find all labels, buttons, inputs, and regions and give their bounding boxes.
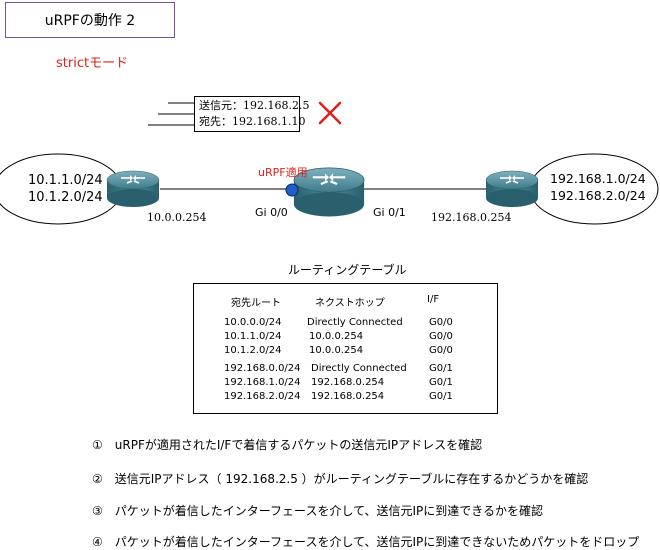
table-cell: 10.0.0.0/24 — [224, 317, 282, 328]
left-network-list: 10.1.1.0/24 10.1.2.0/24 — [28, 172, 103, 206]
table-cell: G0/1 — [429, 377, 453, 388]
right-network: 192.168.1.0/24 — [550, 171, 646, 186]
right-network: 192.168.2.0/24 — [550, 188, 646, 203]
interface-gi1: Gi 0/1 — [373, 206, 406, 219]
table-cell: 192.168.2.0/24 — [224, 391, 301, 402]
table-cell: 10.0.0.254 — [309, 345, 364, 356]
interface-gi0: Gi 0/0 — [255, 206, 288, 219]
step-3: ③ パケットが着信したインターフェースを介して、送信元IPに到達できるかを確認 — [92, 504, 544, 518]
table-cell: Directly Connected — [311, 363, 407, 374]
right-router-ip: 192.168.0.254 — [431, 211, 512, 224]
table-header: 宛先ルート — [231, 298, 281, 309]
table-cell: G0/0 — [429, 345, 453, 356]
urpf-interface-dot — [285, 183, 299, 197]
step-2: ② 送信元IPアドレス（ 192.168.2.5 ）がルーティングテーブルに存在… — [92, 472, 589, 486]
table-cell: 192.168.0.254 — [311, 391, 385, 402]
urpf-label: uRPF適用 — [258, 166, 308, 179]
table-header: I/F — [427, 294, 440, 305]
cross-icon — [318, 101, 342, 125]
router-icon — [106, 170, 160, 208]
table-cell: Directly Connected — [307, 317, 403, 328]
mode-label: strictモード — [56, 56, 129, 71]
table-cell: 192.168.0.254 — [311, 377, 385, 388]
table-cell: 10.1.2.0/24 — [224, 345, 282, 356]
table-cell: 10.0.0.254 — [309, 331, 364, 342]
packet-dst: 宛先：192.168.1.10 — [199, 115, 306, 128]
table-cell: G0/1 — [429, 363, 453, 374]
routing-table-title: ルーティングテーブル — [288, 263, 407, 277]
table-cell: G0/0 — [429, 317, 453, 328]
routing-table: 宛先ルート ネクストホップ I/F 10.0.0.0/24 Directly C… — [193, 283, 498, 414]
table-cell: 10.1.1.0/24 — [224, 331, 282, 342]
router-icon — [485, 170, 539, 208]
table-header: ネクストホップ — [315, 298, 385, 309]
packet-header-box: 送信元：192.168.2.5 宛先：192.168.1.10 — [194, 96, 310, 132]
left-network: 10.1.1.0/24 — [28, 173, 103, 188]
left-router-ip: 10.0.0.254 — [147, 211, 207, 224]
left-network: 10.1.2.0/24 — [28, 190, 103, 205]
step-1: ① uRPFが適用されたI/Fで着信するパケットの送信元IPアドレスを確認 — [92, 438, 483, 452]
table-cell: 192.168.1.0/24 — [224, 377, 301, 388]
right-network-list: 192.168.1.0/24 192.168.2.0/24 — [550, 170, 646, 204]
diagram-title: uRPFの動作 2 — [5, 2, 175, 38]
step-4: ④ パケットが着信したインターフェースを介して、送信元IPに到達できないためパケ… — [92, 535, 640, 549]
packet-src: 送信元：192.168.2.5 — [199, 99, 310, 112]
table-cell: G0/1 — [429, 391, 453, 402]
table-cell: 192.168.0.0/24 — [224, 363, 301, 374]
table-cell: G0/0 — [429, 331, 453, 342]
